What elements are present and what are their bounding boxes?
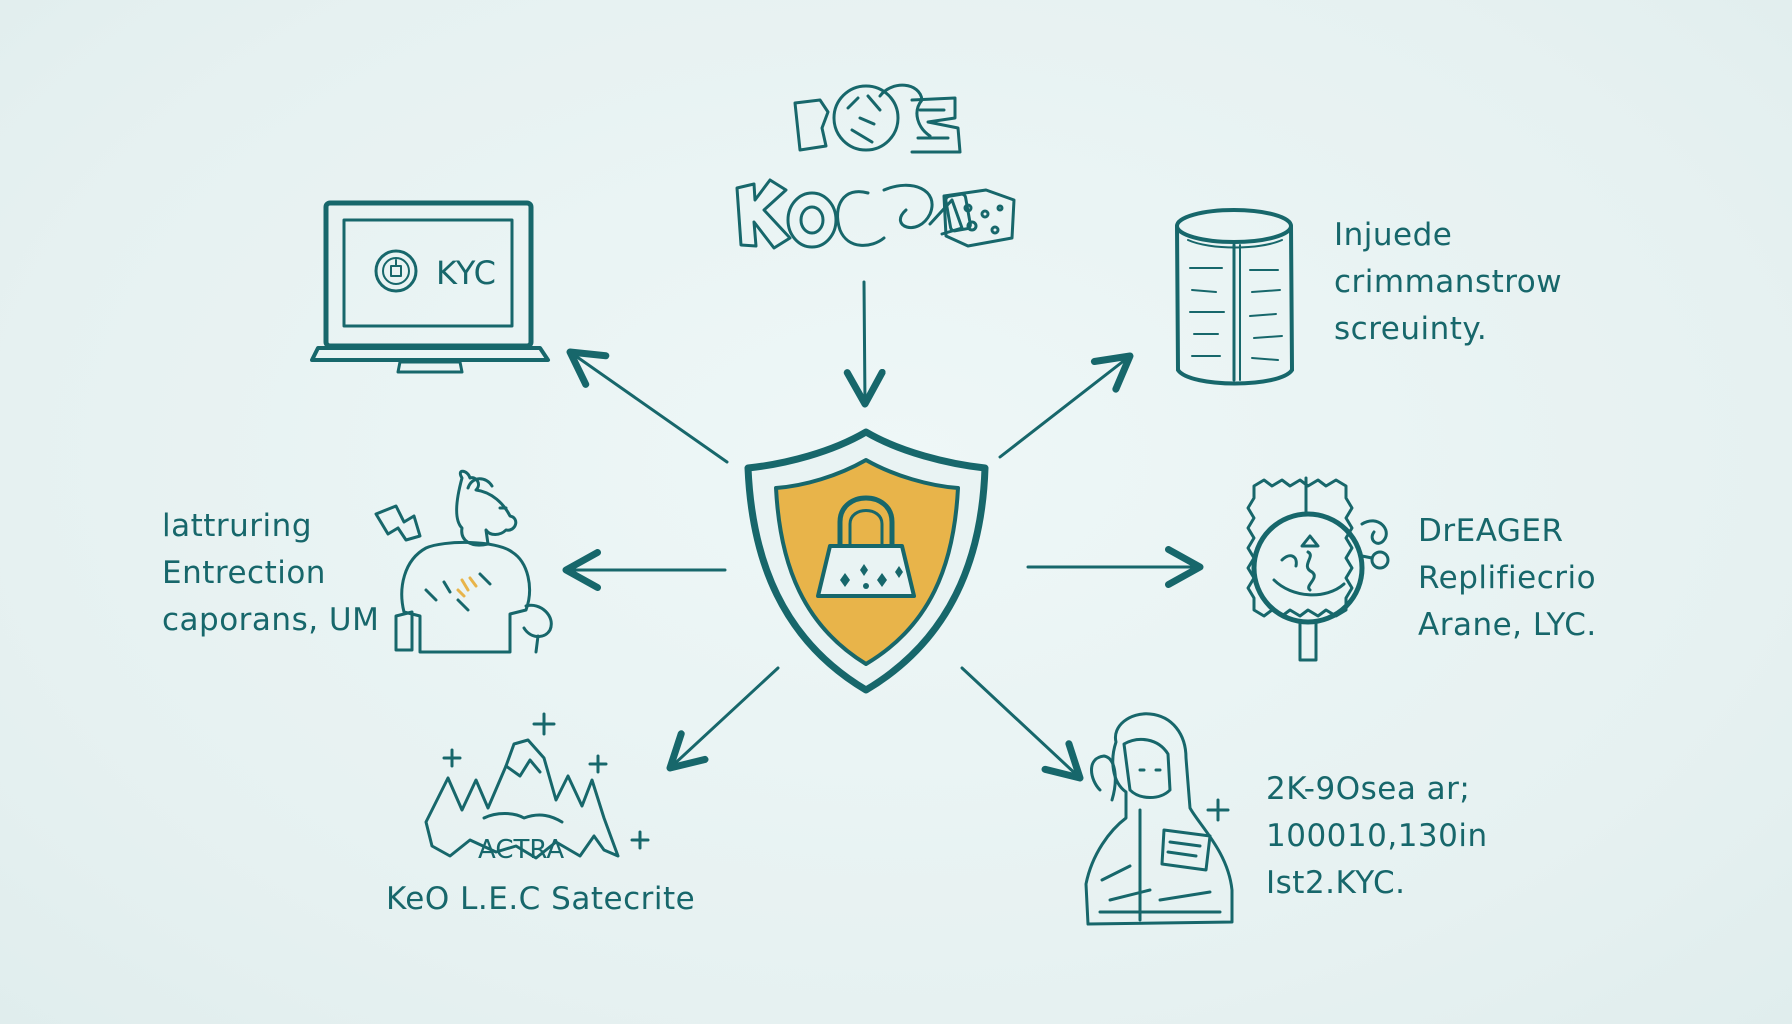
mountains-inner-text: ACTRA <box>478 835 564 865</box>
doodle-blocks-logo <box>735 83 1016 250</box>
person-left-caption: lattruring Entrection caporans, UM <box>162 503 379 644</box>
database-caption-line: screuinty. <box>1334 311 1488 347</box>
badge-caption-line: Replifiecrio <box>1418 560 1597 596</box>
database-caption-line: crimmanstrow <box>1334 264 1563 300</box>
person-right-caption-line: 2K-9Osea ar; <box>1266 771 1471 807</box>
arrow-shield-to-database <box>998 352 1134 459</box>
badge-caption: DrEAGER Replifiecrio Arane, LYC. <box>1418 508 1597 649</box>
shield-lock-icon <box>744 428 989 694</box>
arrow-shield-to-laptop <box>566 348 729 464</box>
kyc-badge-icon <box>374 249 418 293</box>
database-caption: Injuede crimmanstrow screuinty. <box>1334 212 1562 353</box>
connector-arrows <box>562 280 1204 782</box>
arrow-shield-to-mountains <box>666 666 780 772</box>
database-icon <box>1175 208 1295 386</box>
arrow-shield-to-person-right <box>960 666 1084 782</box>
person-right-caption-line: 100010,130in <box>1266 818 1488 854</box>
laptop-icon: KYC <box>310 200 550 374</box>
mountains-icon: ACTRA <box>424 712 650 865</box>
badge-caption-line: Arane, LYC. <box>1418 607 1597 643</box>
badge-caption-line: DrEAGER <box>1418 513 1564 549</box>
stamp-badge-icon <box>1246 476 1390 662</box>
arrow-logo-to-shield <box>843 280 886 408</box>
person-document-icon <box>1084 712 1234 926</box>
person-right-caption: 2K-9Osea ar; 100010,130in Ist2.KYC. <box>1266 766 1488 907</box>
person-left-caption-line: lattruring <box>162 508 312 544</box>
person-right-caption-line: Ist2.KYC. <box>1266 865 1406 901</box>
person-left-caption-line: Entrection <box>162 555 326 591</box>
database-caption-line: Injuede <box>1334 217 1453 253</box>
person-left-caption-line: caporans, UM <box>162 602 380 638</box>
person-figure-icon <box>374 469 553 654</box>
mountains-caption: KeO L.E.C Satecrite <box>386 876 695 923</box>
mountains-caption-line: KeO L.E.C Satecrite <box>386 881 696 917</box>
laptop-screen-label: KYC <box>436 254 496 292</box>
